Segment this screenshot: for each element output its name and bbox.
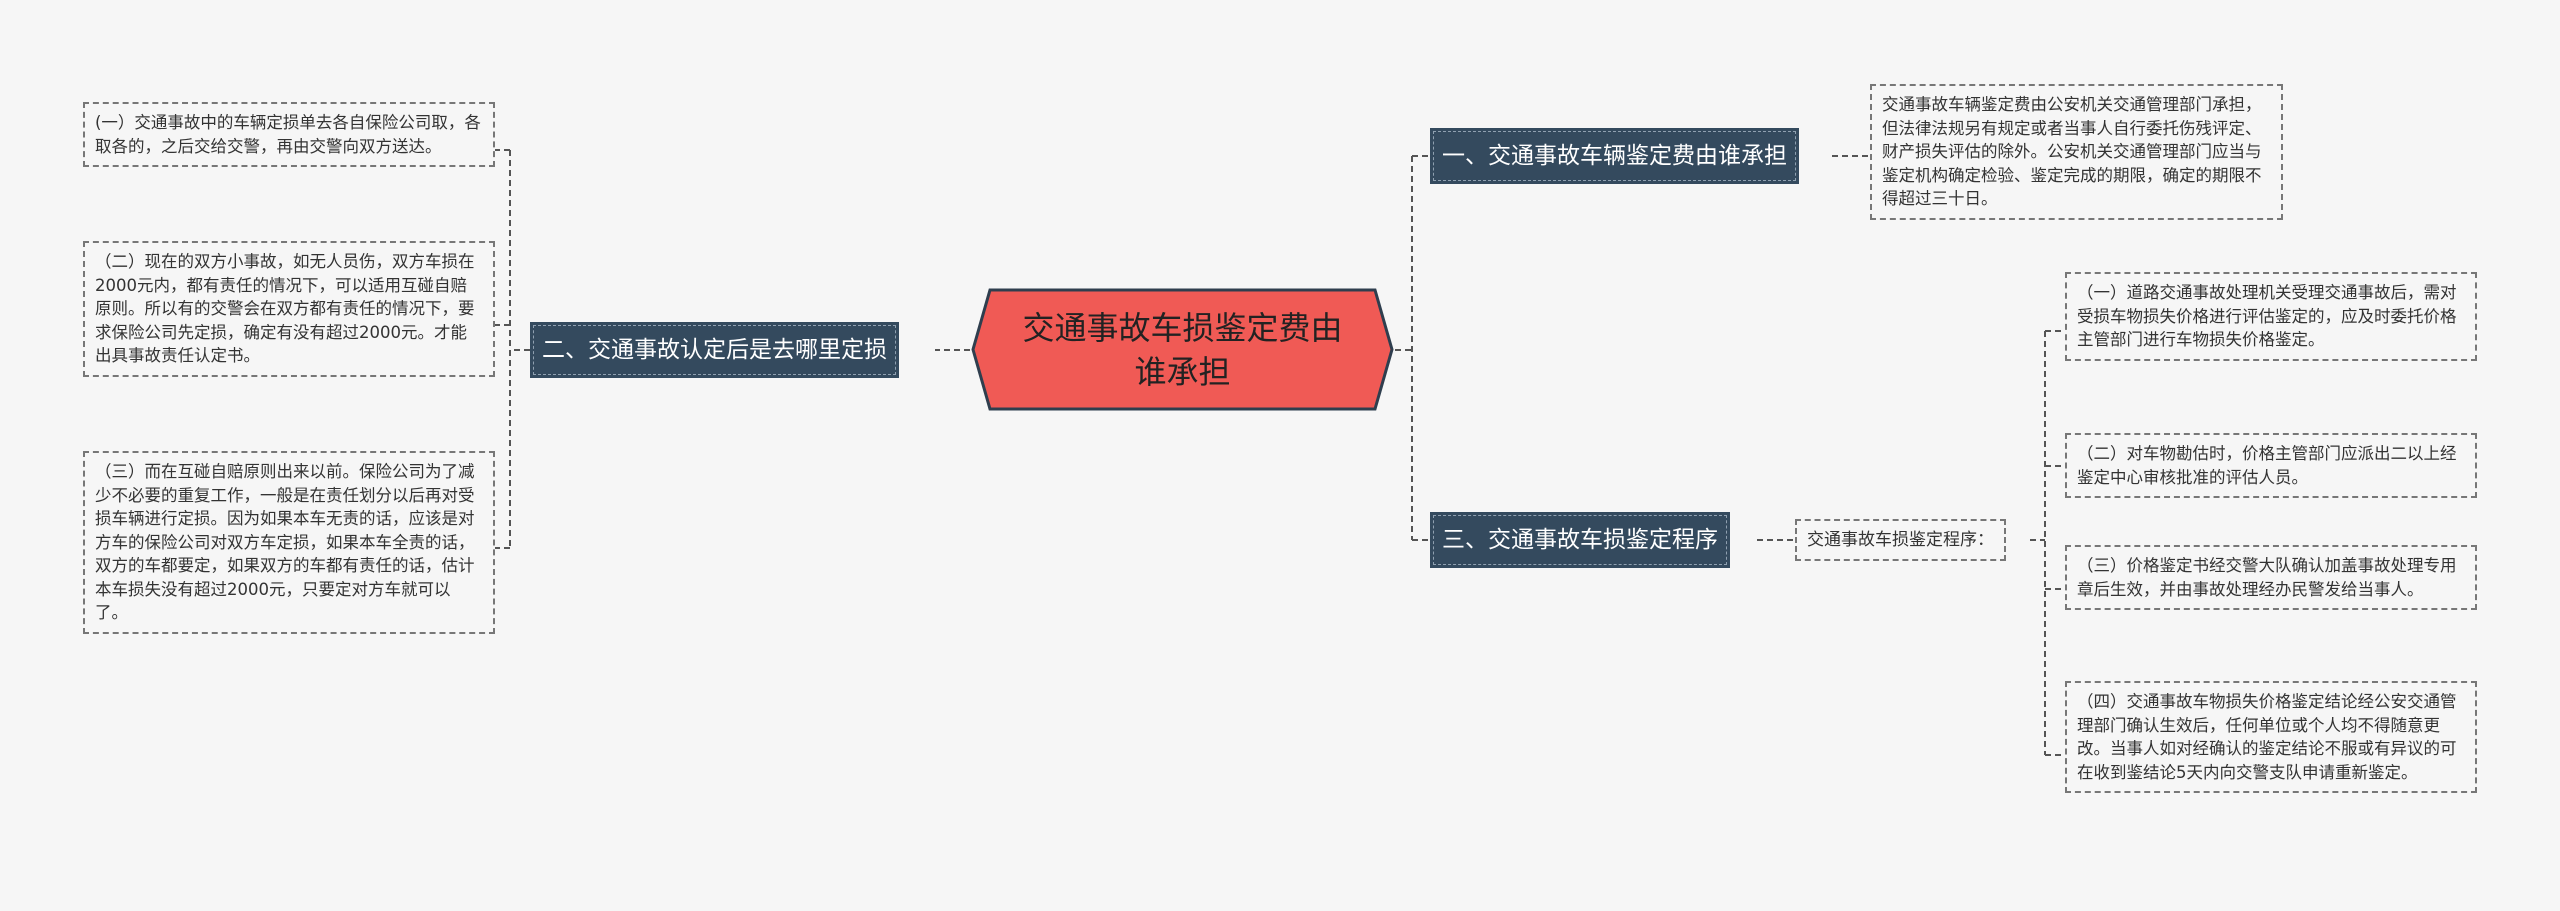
connector-branch2-leaves	[495, 149, 511, 549]
branch-where-to-assess-damage-label: 二、交通事故认定后是去哪里定损	[542, 337, 887, 363]
leaf-procedure-item-4[interactable]: （四）交通事故车物损失价格鉴定结论经公安交通管理部门确认生效后，任何单位或个人均…	[2065, 681, 2477, 793]
connector-central-right	[1395, 155, 1430, 541]
connector-mid-leaves	[2030, 330, 2065, 756]
leaf-procedure-item-3[interactable]: （三）价格鉴定书经交警大队确认加盖事故处理专用章后生效，并由事故处理经办民警发给…	[2065, 545, 2477, 610]
branch-damage-appraisal-procedure-label: 三、交通事故车损鉴定程序	[1442, 527, 1718, 553]
branch-damage-appraisal-procedure[interactable]: 三、交通事故车损鉴定程序	[1430, 512, 1730, 568]
leaf-assess-item-3[interactable]: （三）而在互碰自赔原则出来以前。保险公司为了减少不必要的重复工作，一般是在责任划…	[83, 451, 495, 634]
branch-where-to-assess-damage[interactable]: 二、交通事故认定后是去哪里定损	[530, 322, 899, 378]
leaf-procedure-item-3-text: （三）价格鉴定书经交警大队确认加盖事故处理专用章后生效，并由事故处理经办民警发给…	[2077, 556, 2457, 599]
subtopic-appraisal-procedure[interactable]: 交通事故车损鉴定程序：	[1795, 519, 2006, 561]
leaf-procedure-item-1[interactable]: （一）道路交通事故处理机关受理交通事故后，需对受损车物损失价格进行评估鉴定的，应…	[2065, 272, 2477, 361]
leaf-assess-item-3-text: （三）而在互碰自赔原则出来以前。保险公司为了减少不必要的重复工作，一般是在责任划…	[95, 462, 475, 622]
branch-vehicle-appraisal-fee-label: 一、交通事故车辆鉴定费由谁承担	[1442, 143, 1787, 169]
leaf-assess-item-1[interactable]: (一）交通事故中的车辆定损单去各自保险公司取，各取各的，之后交给交警，再由交警向…	[83, 102, 495, 167]
leaf-appraisal-fee-detail-text: 交通事故车辆鉴定费由公安机关交通管理部门承担，但法律法规另有规定或者当事人自行委…	[1882, 95, 2262, 208]
leaf-procedure-item-1-text: （一）道路交通事故处理机关受理交通事故后，需对受损车物损失价格进行评估鉴定的，应…	[2077, 283, 2457, 349]
subtopic-appraisal-procedure-label: 交通事故车损鉴定程序：	[1807, 530, 1994, 550]
branch-vehicle-appraisal-fee[interactable]: 一、交通事故车辆鉴定费由谁承担	[1430, 128, 1799, 184]
leaf-procedure-item-2[interactable]: （二）对车物勘估时，价格主管部门应派出二以上经鉴定中心审核批准的评估人员。	[2065, 433, 2477, 498]
central-hexagon	[971, 288, 1394, 411]
leaf-procedure-item-4-text: （四）交通事故车物损失价格鉴定结论经公安交通管理部门确认生效后，任何单位或个人均…	[2077, 692, 2457, 782]
leaf-procedure-item-2-text: （二）对车物勘估时，价格主管部门应派出二以上经鉴定中心审核批准的评估人员。	[2077, 444, 2457, 487]
leaf-assess-item-2[interactable]: （二）现在的双方小事故，如无人员伤，双方车损在2000元内，都有责任的情况下，可…	[83, 241, 495, 377]
central-topic-label: 交通事故车损鉴定费由谁承担	[1022, 308, 1343, 391]
leaf-appraisal-fee-detail[interactable]: 交通事故车辆鉴定费由公安机关交通管理部门承担，但法律法规另有规定或者当事人自行委…	[1870, 84, 2283, 220]
leaf-assess-item-2-text: （二）现在的双方小事故，如无人员伤，双方车损在2000元内，都有责任的情况下，可…	[95, 252, 475, 365]
leaf-assess-item-1-text: (一）交通事故中的车辆定损单去各自保险公司取，各取各的，之后交给交警，再由交警向…	[95, 113, 481, 156]
central-topic[interactable]: 交通事故车损鉴定费由谁承担	[970, 287, 1395, 412]
